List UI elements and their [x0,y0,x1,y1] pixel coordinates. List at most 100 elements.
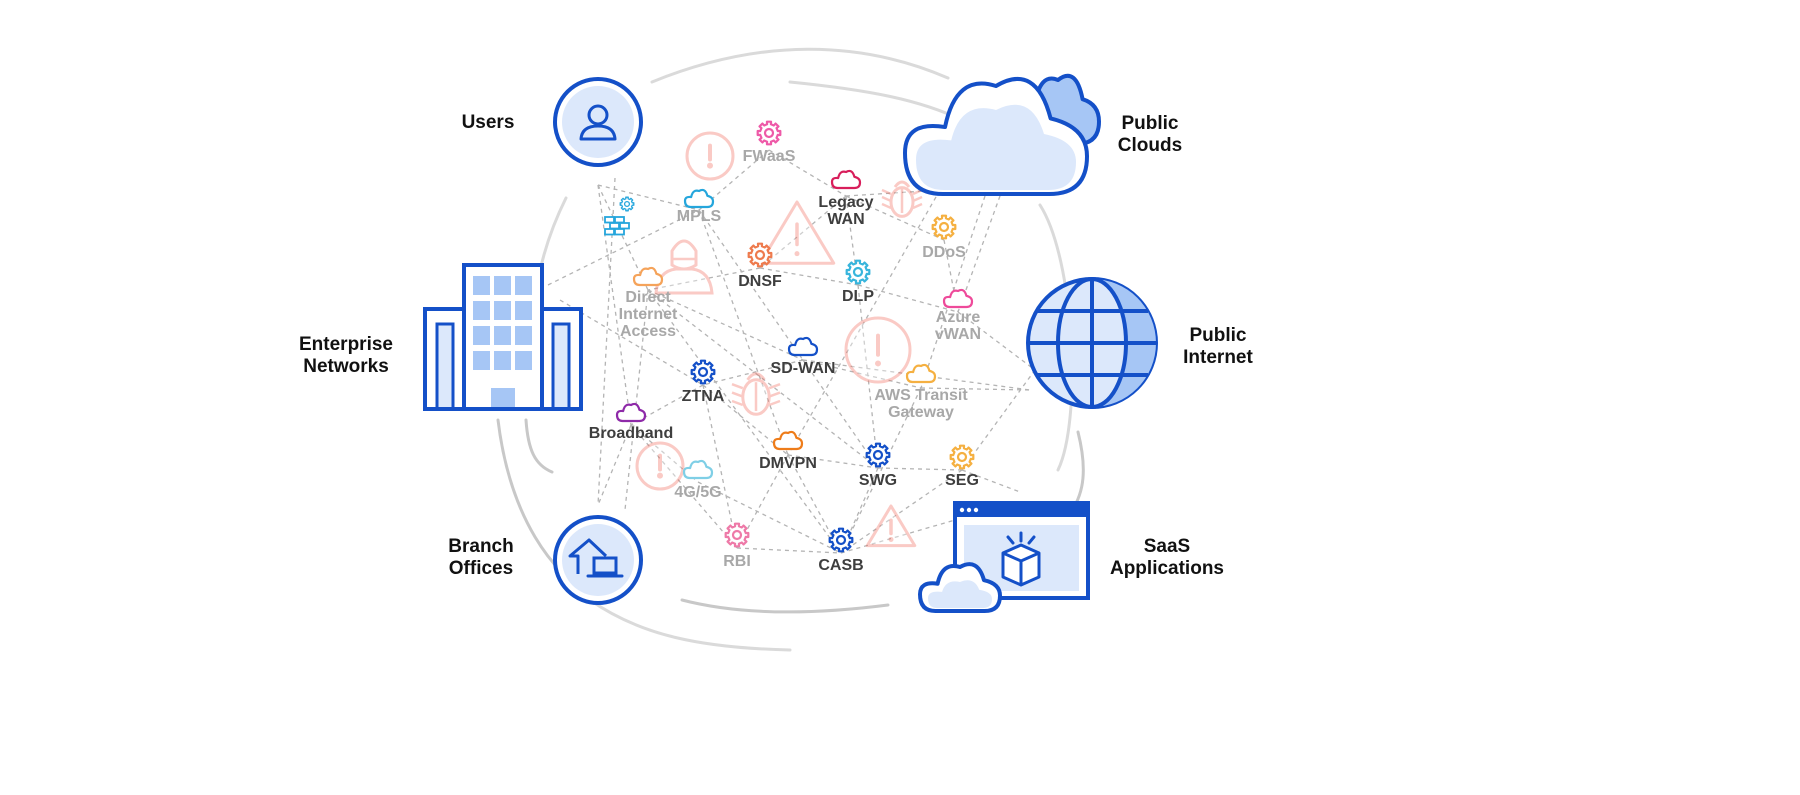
branch-offices-label-line: Offices [449,558,513,579]
legacy-wan-label-line: Legacy [818,194,873,211]
users-label-line: Users [462,112,515,133]
dnsf-node [747,242,773,268]
connection-line [698,209,804,361]
threat-layer [635,131,923,548]
connection-line [840,387,922,554]
connection-line [597,184,700,211]
alert-circle-icon [635,441,685,491]
warning-triangle-icon [865,504,917,548]
4g5g-node [682,459,714,480]
dia-label-line: Internet [619,306,678,323]
swg-label-line: SWG [859,472,897,489]
branch-offices-endpoint [553,515,643,605]
ztna-node [690,359,716,385]
aws-node [905,363,937,384]
connection-line [787,454,842,554]
dlp-node [845,259,871,285]
mpls-label: MPLS [677,208,722,225]
connection-line [630,384,704,426]
connection-line [857,284,959,313]
alert-circle-icon [844,316,912,384]
firewall-icon [604,196,635,236]
connection-line [702,384,738,549]
ddos-label: DDoS [922,244,966,261]
4g5g-label-line: 4G/5G [674,484,721,501]
4g5g-label: 4G/5G [674,484,721,501]
dlp-label-line: DLP [842,288,874,305]
branch-offices-label-line: Branch [448,536,513,557]
gear-icon [931,214,957,240]
fwaas-node [756,120,782,146]
fwaas-label-line: FWaaS [743,148,796,165]
hacker-icon [654,239,714,295]
cloud-icon [683,188,715,209]
connection-line [857,284,879,469]
connection-line [647,289,842,554]
enterprise-networks-label-line: Networks [303,356,389,377]
swg-label: SWG [859,472,897,489]
office-building-icon [423,263,583,411]
sdwan-label: SD-WAN [771,360,836,377]
connection-line [920,387,1031,391]
gear-icon [949,444,975,470]
saas-applications-endpoint [918,501,1090,613]
connection-line [597,424,632,506]
external-endpoints [423,73,1158,613]
connection-line [597,177,616,506]
cloud-icon [830,169,862,190]
cloud-icon [615,402,647,423]
cloud-icon [903,73,1101,196]
gear-icon [828,527,854,553]
public-internet-endpoint [1026,277,1158,409]
ddos-node [931,214,957,240]
globe-icon [1026,277,1158,409]
dmvpn-label: DMVPN [759,455,817,472]
connection-line [624,289,649,511]
orbit-arc [650,47,950,84]
public-internet-label-line: Internet [1183,347,1253,368]
rbi-node [724,522,750,548]
connection-line [768,149,847,197]
mpls-label-line: MPLS [677,208,722,225]
aws-label-line: Gateway [888,404,954,421]
swg-node [865,442,891,468]
connection-line [787,189,941,456]
enterprise-networks-endpoint [423,263,583,411]
dia-node [632,266,664,287]
cloud-icon [942,288,974,309]
seg-node [949,444,975,470]
cloud-icon [632,266,664,287]
legacy-wan-label-line: WAN [827,211,864,228]
fwaas-label: FWaaS [743,148,796,165]
users-label: Users [462,112,515,133]
saas-applications-label-line: SaaS [1144,536,1190,557]
dmvpn-label-line: DMVPN [759,455,817,472]
dnsf-label-line: DNSF [738,273,782,290]
broadband-label: Broadband [589,425,673,442]
connection-line [961,469,1021,493]
saas-applications-label-line: Applications [1110,558,1224,579]
dia-label-line: Access [620,323,676,340]
connection-line [647,267,761,291]
ddos-label-line: DDoS [922,244,966,261]
dmvpn-node [772,430,804,451]
ztna-label: ZTNA [682,388,725,405]
home-laptop-icon [553,515,643,605]
connection-line [697,481,842,554]
gear-icon [690,359,716,385]
connection-line [597,184,649,291]
enterprise-networks-label-line: Enterprise [299,334,393,355]
connection-line [759,267,859,286]
seg-label: SEG [945,472,979,489]
connection-line [787,454,879,469]
public-clouds-label-line: Clouds [1118,135,1182,156]
orbit-arc [788,80,964,122]
dia-label-line: Direct [625,289,671,306]
